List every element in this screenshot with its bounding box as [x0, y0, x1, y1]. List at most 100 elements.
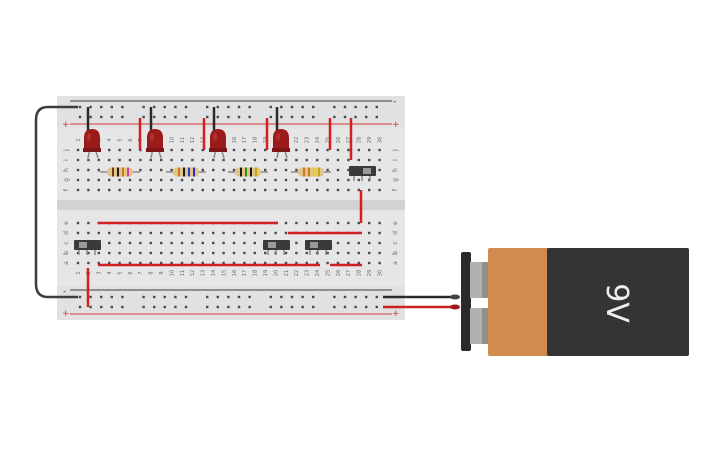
- breadboard-hole: [232, 188, 236, 192]
- rail-hole: [142, 305, 145, 309]
- led[interactable]: [83, 129, 101, 159]
- breadboard-hole: [326, 158, 329, 162]
- breadboard-hole: [274, 231, 277, 235]
- column-number: 6: [128, 271, 134, 274]
- row-letter: a: [63, 261, 70, 265]
- rail-hole: [89, 295, 92, 299]
- resistor[interactable]: [166, 167, 206, 177]
- breadboard-hole: [347, 188, 350, 192]
- rail-hole: [100, 305, 103, 309]
- breadboard-hole: [191, 241, 194, 245]
- rail-hole: [121, 305, 124, 309]
- rail-hole: [110, 115, 113, 119]
- breadboard-hole: [108, 188, 111, 192]
- breadboard-hole: [180, 148, 184, 152]
- rail-hole: [142, 295, 145, 299]
- column-number: 8: [149, 271, 155, 274]
- rail-hole: [354, 305, 357, 309]
- resistor[interactable]: [291, 167, 331, 177]
- breadboard-hole: [212, 188, 215, 192]
- rail-hole: [142, 105, 145, 109]
- breadboard-hole: [253, 261, 256, 265]
- rail-hole: [365, 115, 368, 119]
- rail-hole: [248, 105, 251, 109]
- row-letter: g: [392, 178, 399, 182]
- slide-switch[interactable]: [305, 240, 332, 255]
- battery-label: 9V: [599, 283, 634, 323]
- breadboard-hole: [264, 148, 267, 152]
- breadboard-hole: [87, 168, 90, 172]
- switch-body: [349, 166, 376, 176]
- rail-hole: [227, 305, 230, 309]
- rail-hole: [206, 295, 209, 299]
- rail-hole: [163, 105, 166, 109]
- breadboard-hole: [76, 178, 80, 182]
- column-number: 12: [190, 270, 196, 276]
- breadboard-hole: [243, 251, 246, 255]
- breadboard-hole: [274, 178, 277, 182]
- rail-hole: [280, 305, 283, 309]
- led-highlight: [213, 133, 217, 141]
- rail-hole: [248, 115, 251, 119]
- breadboard-hole: [305, 148, 308, 152]
- led[interactable]: [146, 129, 164, 159]
- battery-9v[interactable]: 9V: [461, 248, 689, 356]
- battery-terminal-top-shade: [482, 262, 490, 298]
- breadboard-hole: [87, 158, 90, 162]
- rail-hole: [354, 115, 357, 119]
- rail-hole: [174, 295, 177, 299]
- breadboard-hole: [264, 231, 267, 235]
- led-dome: [147, 129, 163, 150]
- resistor[interactable]: [228, 167, 268, 177]
- breadboard-hole: [368, 251, 371, 255]
- column-number: 22: [294, 137, 300, 143]
- breadboard-hole: [253, 241, 256, 245]
- breadboard-hole: [201, 261, 204, 265]
- rail-hole: [333, 105, 336, 109]
- breadboard-hole: [253, 188, 256, 192]
- breadboard-hole: [118, 261, 121, 265]
- breadboard-hole: [253, 251, 256, 255]
- slide-switch[interactable]: [349, 166, 376, 181]
- rail-minus-label-bl: -: [63, 287, 66, 297]
- resistor-band: [240, 167, 242, 177]
- led[interactable]: [272, 129, 290, 159]
- column-number: 19: [263, 270, 269, 276]
- rail-hole: [174, 105, 177, 109]
- rail-hole: [301, 105, 304, 109]
- rail-hole: [237, 305, 241, 309]
- breadboard-hole: [295, 221, 298, 225]
- column-number: 27: [346, 270, 352, 276]
- breadboard-hole: [336, 221, 340, 225]
- battery-cap: [461, 252, 471, 351]
- slide-switch[interactable]: [74, 240, 101, 255]
- breadboard-hole: [201, 231, 204, 235]
- breadboard-hole: [305, 158, 308, 162]
- breadboard-hole: [295, 241, 298, 245]
- slide-switch[interactable]: [263, 240, 290, 255]
- breadboard-hole: [336, 188, 340, 192]
- breadboard-hole: [97, 168, 100, 172]
- breadboard-hole: [305, 251, 308, 255]
- column-number: 29: [367, 137, 373, 143]
- breadboard-hole: [201, 241, 204, 245]
- breadboard-hole: [191, 178, 194, 182]
- breadboard-hole: [139, 158, 142, 162]
- resistor[interactable]: [100, 167, 140, 177]
- rail-hole: [312, 295, 315, 299]
- breadboard-hole: [128, 241, 132, 245]
- led[interactable]: [209, 129, 227, 159]
- breadboard-hole: [108, 261, 111, 265]
- breadboard-hole: [118, 178, 121, 182]
- breadboard-hole: [316, 188, 319, 192]
- rail-hole: [121, 115, 124, 119]
- breadboard-hole: [347, 241, 350, 245]
- breadboard-hole: [347, 178, 350, 182]
- breadboard-hole: [222, 188, 225, 192]
- rail-hole: [78, 115, 82, 119]
- breadboard-hole: [368, 188, 371, 192]
- breadboard-hole: [368, 261, 371, 265]
- breadboard-hole: [160, 241, 163, 245]
- breadboard-hole: [212, 178, 215, 182]
- rail-hole: [301, 305, 304, 309]
